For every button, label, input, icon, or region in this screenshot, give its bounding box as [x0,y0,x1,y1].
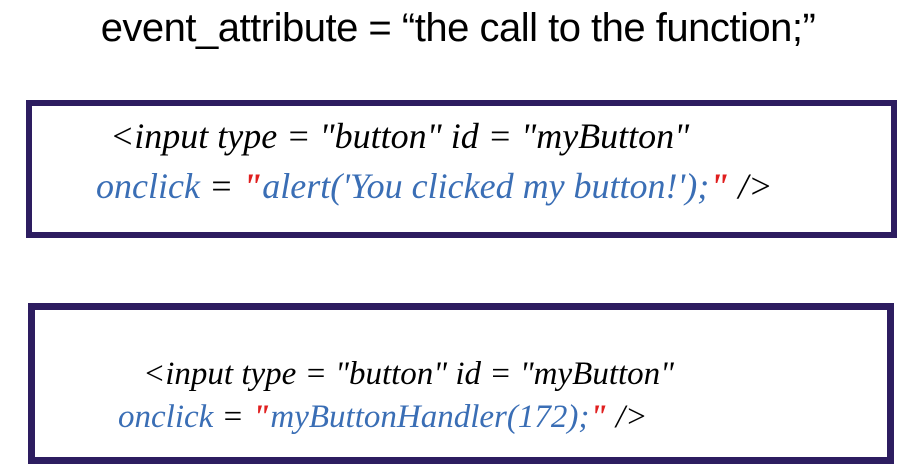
code-line-onclick: onclick = "alert('You clicked my button!… [96,166,773,207]
open-quote: " [252,399,271,435]
close-quote: " [589,399,608,435]
onclick-attr-value: alert('You clicked my button!'); [262,166,710,206]
tag-close: /> [607,399,648,435]
tag-close: /> [729,166,773,206]
onclick-attr-name: onclick [96,166,200,206]
equals-sign: = [213,399,253,435]
code-line-onclick: onclick = "myButtonHandler(172);" /> [118,399,647,437]
open-quote: " [242,166,263,206]
slide-title: event_attribute = “the call to the funct… [100,6,816,50]
onclick-attr-value: myButtonHandler(172); [270,399,590,435]
onclick-attr-name: onclick [118,399,214,435]
code-line-input-tag: <input type = "button" id = "myButton" [110,116,690,156]
code-line-input-tag: <input type = "button" id = "myButton" [143,356,675,392]
equals-sign: = [199,166,243,206]
close-quote: " [709,166,730,206]
code-box-handler-example: <input type = "button" id = "myButton" o… [28,303,894,464]
code-box-alert-example: <input type = "button" id = "myButton" o… [26,100,897,238]
